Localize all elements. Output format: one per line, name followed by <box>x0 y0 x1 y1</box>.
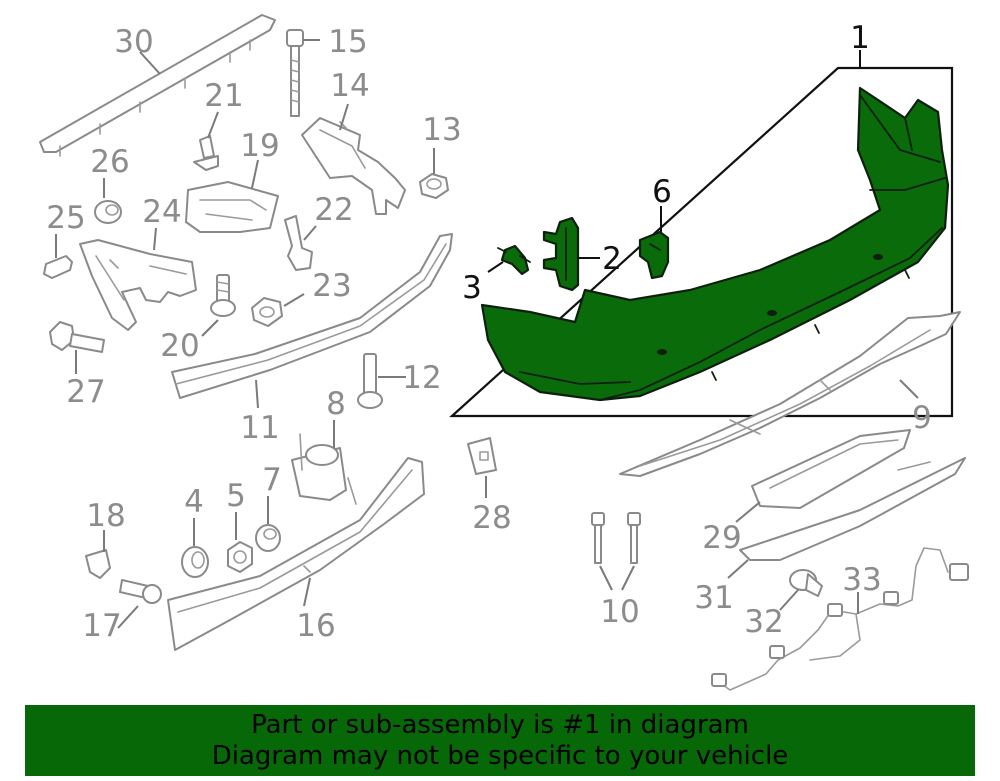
part-24-side-bracket[interactable] <box>79 239 197 331</box>
callout-31[interactable]: 31 <box>694 580 733 616</box>
part-11-impact-beam[interactable] <box>171 233 453 399</box>
part-26-bumper-stop[interactable] <box>94 200 122 224</box>
parts-diagram: 1 2 3 6 30 15 14 21 13 19 26 22 24 25 23… <box>39 14 969 691</box>
callout-1[interactable]: 1 <box>850 20 870 56</box>
part-5-grommet[interactable] <box>227 541 253 573</box>
callout-26[interactable]: 26 <box>90 144 129 180</box>
part-22-clip[interactable] <box>284 215 313 271</box>
bracket-part-6[interactable] <box>638 230 670 280</box>
part-29-panel[interactable] <box>751 429 911 509</box>
callout-11[interactable]: 11 <box>240 410 279 446</box>
callout-18[interactable]: 18 <box>86 498 125 534</box>
part-9-diffuser[interactable] <box>619 311 961 477</box>
part-19-bracket[interactable] <box>185 181 279 233</box>
clip-part-3[interactable] <box>500 244 530 276</box>
part-32-sensor[interactable] <box>789 569 823 597</box>
part-10-bolts[interactable] <box>591 512 641 564</box>
callout-labels: 1 2 3 6 30 15 14 21 13 19 26 22 24 25 23… <box>46 20 932 644</box>
part-16-lower-trim[interactable] <box>167 457 425 651</box>
part-12-bolt[interactable] <box>357 353 383 409</box>
part-27-bolt[interactable] <box>49 321 105 353</box>
part-30-reinforcement-strip[interactable] <box>39 14 276 157</box>
callout-16[interactable]: 16 <box>296 608 335 644</box>
callout-13[interactable]: 13 <box>422 112 461 148</box>
callout-10[interactable]: 10 <box>600 594 639 630</box>
callout-23[interactable]: 23 <box>312 268 351 304</box>
part-18-clip[interactable] <box>85 549 111 579</box>
part-25-pin[interactable] <box>43 255 73 279</box>
callout-29[interactable]: 29 <box>702 520 741 556</box>
callout-22[interactable]: 22 <box>314 192 353 228</box>
callout-12[interactable]: 12 <box>402 360 441 396</box>
callout-2[interactable]: 2 <box>602 241 622 277</box>
side-bracket-part-2[interactable] <box>542 216 580 292</box>
leader-lines <box>55 39 919 629</box>
part-8-sensor-holder[interactable] <box>291 433 357 505</box>
callout-33[interactable]: 33 <box>842 562 881 598</box>
part-20-bolt[interactable] <box>210 274 236 317</box>
callout-17[interactable]: 17 <box>82 608 121 644</box>
callout-20[interactable]: 20 <box>160 328 199 364</box>
part-13-nut[interactable] <box>419 173 449 199</box>
callout-28[interactable]: 28 <box>472 500 511 536</box>
callout-4[interactable]: 4 <box>184 484 204 520</box>
part-23-nut[interactable] <box>251 297 283 327</box>
part-28-clip[interactable] <box>467 437 497 475</box>
callout-19[interactable]: 19 <box>240 128 279 164</box>
part-21-push-clip[interactable] <box>193 135 219 171</box>
callout-21[interactable]: 21 <box>204 78 243 114</box>
callout-8[interactable]: 8 <box>326 386 346 422</box>
callout-32[interactable]: 32 <box>744 604 783 640</box>
callout-5[interactable]: 5 <box>226 478 246 514</box>
callout-3[interactable]: 3 <box>462 270 482 306</box>
callout-27[interactable]: 27 <box>66 374 105 410</box>
callout-24[interactable]: 24 <box>142 194 181 230</box>
callout-9[interactable]: 9 <box>912 400 932 436</box>
bumper-cover[interactable] <box>480 86 950 402</box>
callout-6[interactable]: 6 <box>652 174 672 210</box>
info-banner: Part or sub-assembly is #1 in diagram Di… <box>25 705 975 776</box>
part-14-mount-bracket[interactable] <box>301 117 406 215</box>
callout-25[interactable]: 25 <box>46 200 85 236</box>
part-4-grommet[interactable] <box>181 546 209 578</box>
part-7-grommet[interactable] <box>255 524 281 552</box>
part-33-wiring-harness[interactable] <box>711 547 969 691</box>
part-31-lower-strip[interactable] <box>739 457 966 561</box>
callout-7[interactable]: 7 <box>262 462 282 498</box>
callout-30[interactable]: 30 <box>114 24 153 60</box>
callout-15[interactable]: 15 <box>328 24 367 60</box>
callout-14[interactable]: 14 <box>330 68 369 104</box>
banner-line-1: Part or sub-assembly is #1 in diagram <box>251 710 749 740</box>
part-15-bolt[interactable] <box>286 29 304 117</box>
banner-line-2: Diagram may not be specific to your vehi… <box>211 741 789 771</box>
part-17-bolt[interactable] <box>119 579 162 604</box>
